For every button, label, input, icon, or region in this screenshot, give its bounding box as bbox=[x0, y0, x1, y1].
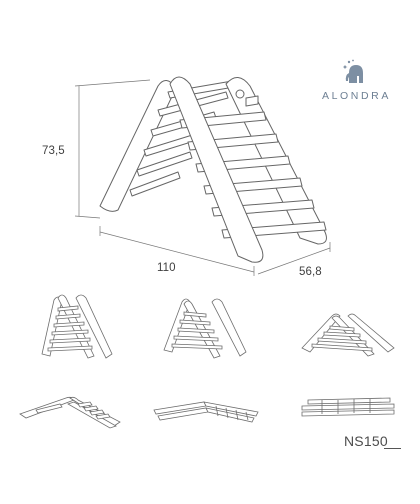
model-underline bbox=[384, 448, 401, 449]
width-dimension-line bbox=[257, 247, 331, 275]
variant-thumbnail-6 bbox=[301, 397, 395, 417]
width-dimension-label: 56,8 bbox=[299, 266, 322, 278]
length-dimension-label: 110 bbox=[157, 262, 176, 274]
variant-thumbnail-2 bbox=[163, 298, 247, 359]
height-dimension-label: 73,5 bbox=[42, 145, 65, 157]
variant-thumbnail-1 bbox=[41, 294, 113, 359]
front-left-rail bbox=[169, 76, 264, 263]
hinge-top bbox=[235, 89, 245, 99]
variant-thumbnail-5 bbox=[153, 401, 259, 423]
length-dimension-line bbox=[99, 231, 255, 273]
brand-name: ALONDRA bbox=[322, 90, 391, 102]
variant-thumbnail-3 bbox=[301, 313, 395, 357]
elephant-logo-icon bbox=[343, 59, 363, 83]
model-code: NS150 bbox=[344, 433, 388, 449]
main-climber-drawing bbox=[74, 76, 331, 276]
variant-thumbnail-4 bbox=[19, 396, 121, 429]
